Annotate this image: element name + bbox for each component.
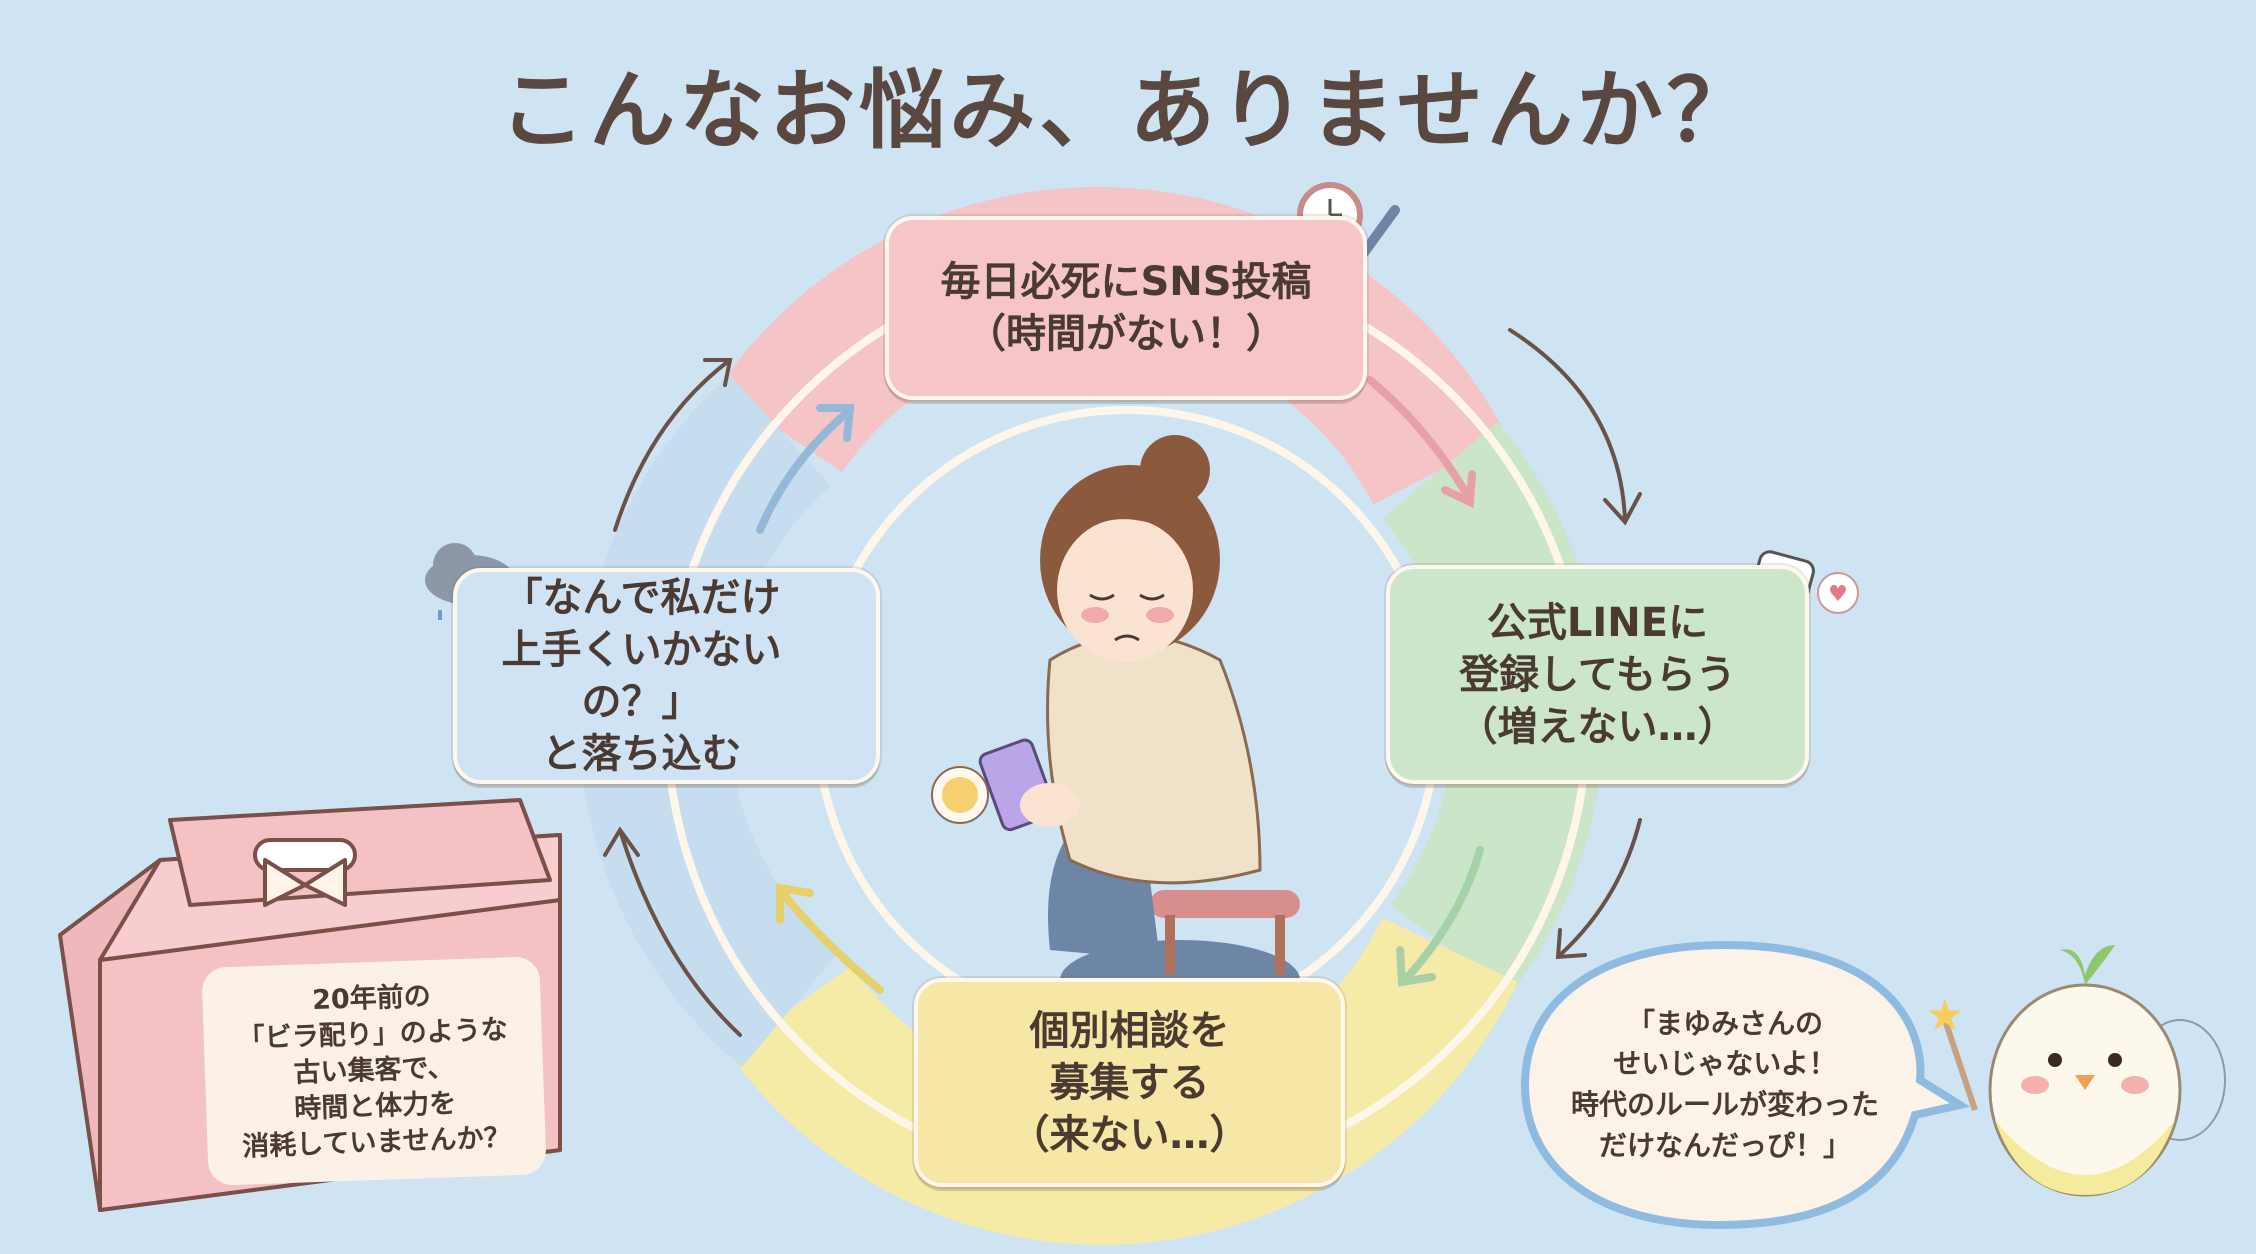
bubble-text: 時代のルールが変わった bbox=[1570, 1088, 1879, 1121]
step-text: と落ち込む bbox=[541, 731, 742, 777]
step-text: （増えない…） bbox=[1457, 703, 1738, 750]
arrow-icon bbox=[756, 404, 855, 534]
label-text: 消耗していませんか？ bbox=[241, 1122, 512, 1163]
arrow-icon bbox=[1366, 376, 1476, 509]
step-text: 毎日必死にSNS投稿 bbox=[940, 259, 1312, 305]
svg-text:♥: ♥ bbox=[1828, 582, 1848, 607]
label-text: 古い集客で、 bbox=[293, 1052, 455, 1089]
cycle-step-consultation: 個別相談を 募集する （来ない…） bbox=[914, 978, 1345, 1187]
gift-box-label: 20年前の 「ビラ配り」のような 古い集客で、 時間と体力を 消耗していませんか… bbox=[201, 956, 547, 1186]
bubble-text: だけなんだっぴ！」 bbox=[1598, 1128, 1851, 1162]
star-wand-icon bbox=[1942, 1019, 1978, 1111]
arrow-icon bbox=[1555, 818, 1642, 960]
svg-text:★: ★ bbox=[1925, 990, 1964, 1041]
speech-bubble-shape bbox=[1520, 940, 1971, 1230]
step-text: 個別相談を bbox=[1029, 1007, 1230, 1054]
step-text: （時間がない！） bbox=[966, 311, 1286, 357]
arrow-icon bbox=[776, 883, 884, 994]
page-title: こんなお悩み、ありませんか？ bbox=[499, 61, 1757, 161]
arrow-icon bbox=[613, 358, 733, 532]
step-text: 登録してもらう bbox=[1459, 651, 1736, 698]
step-text: 上手くいかないの？」 bbox=[501, 627, 782, 725]
cycle-arrows bbox=[603, 328, 1642, 1037]
bird-mascot-illustration: ★ bbox=[1925, 945, 2226, 1197]
label-text: 「ビラ配り」のような bbox=[237, 1014, 509, 1055]
speech-bubble: 「まゆみさんの せいじゃないよ！ 時代のルールが変わった だけなんだっぴ！」 bbox=[1530, 945, 1920, 1225]
arrow-icon bbox=[1396, 846, 1484, 987]
arrow-icon bbox=[603, 826, 742, 1037]
label-text: 20年前の bbox=[311, 981, 432, 1017]
step-text: 「なんで私だけ bbox=[502, 575, 781, 621]
bubble-text: 「まゆみさんの bbox=[1626, 1006, 1823, 1040]
arrow-icon bbox=[1508, 328, 1642, 526]
heart-bubble-icon: ♥ bbox=[1817, 572, 1859, 614]
step-text: 募集する bbox=[1049, 1059, 1210, 1106]
cycle-step-sns-posting: 毎日必死にSNS投稿 （時間がない！） bbox=[885, 216, 1367, 400]
label-text: 時間と体力を bbox=[293, 1088, 457, 1125]
bubble-text: せいじゃないよ！ bbox=[1613, 1047, 1837, 1081]
cycle-step-line-registration: 公式LINEに 登録してもらう （増えない…） bbox=[1386, 565, 1809, 784]
cycle-step-feeling-down: 「なんで私だけ 上手くいかないの？」 と落ち込む bbox=[453, 568, 880, 784]
step-text: 公式LINEに bbox=[1486, 599, 1709, 646]
step-text: （来ない…） bbox=[1009, 1111, 1250, 1158]
